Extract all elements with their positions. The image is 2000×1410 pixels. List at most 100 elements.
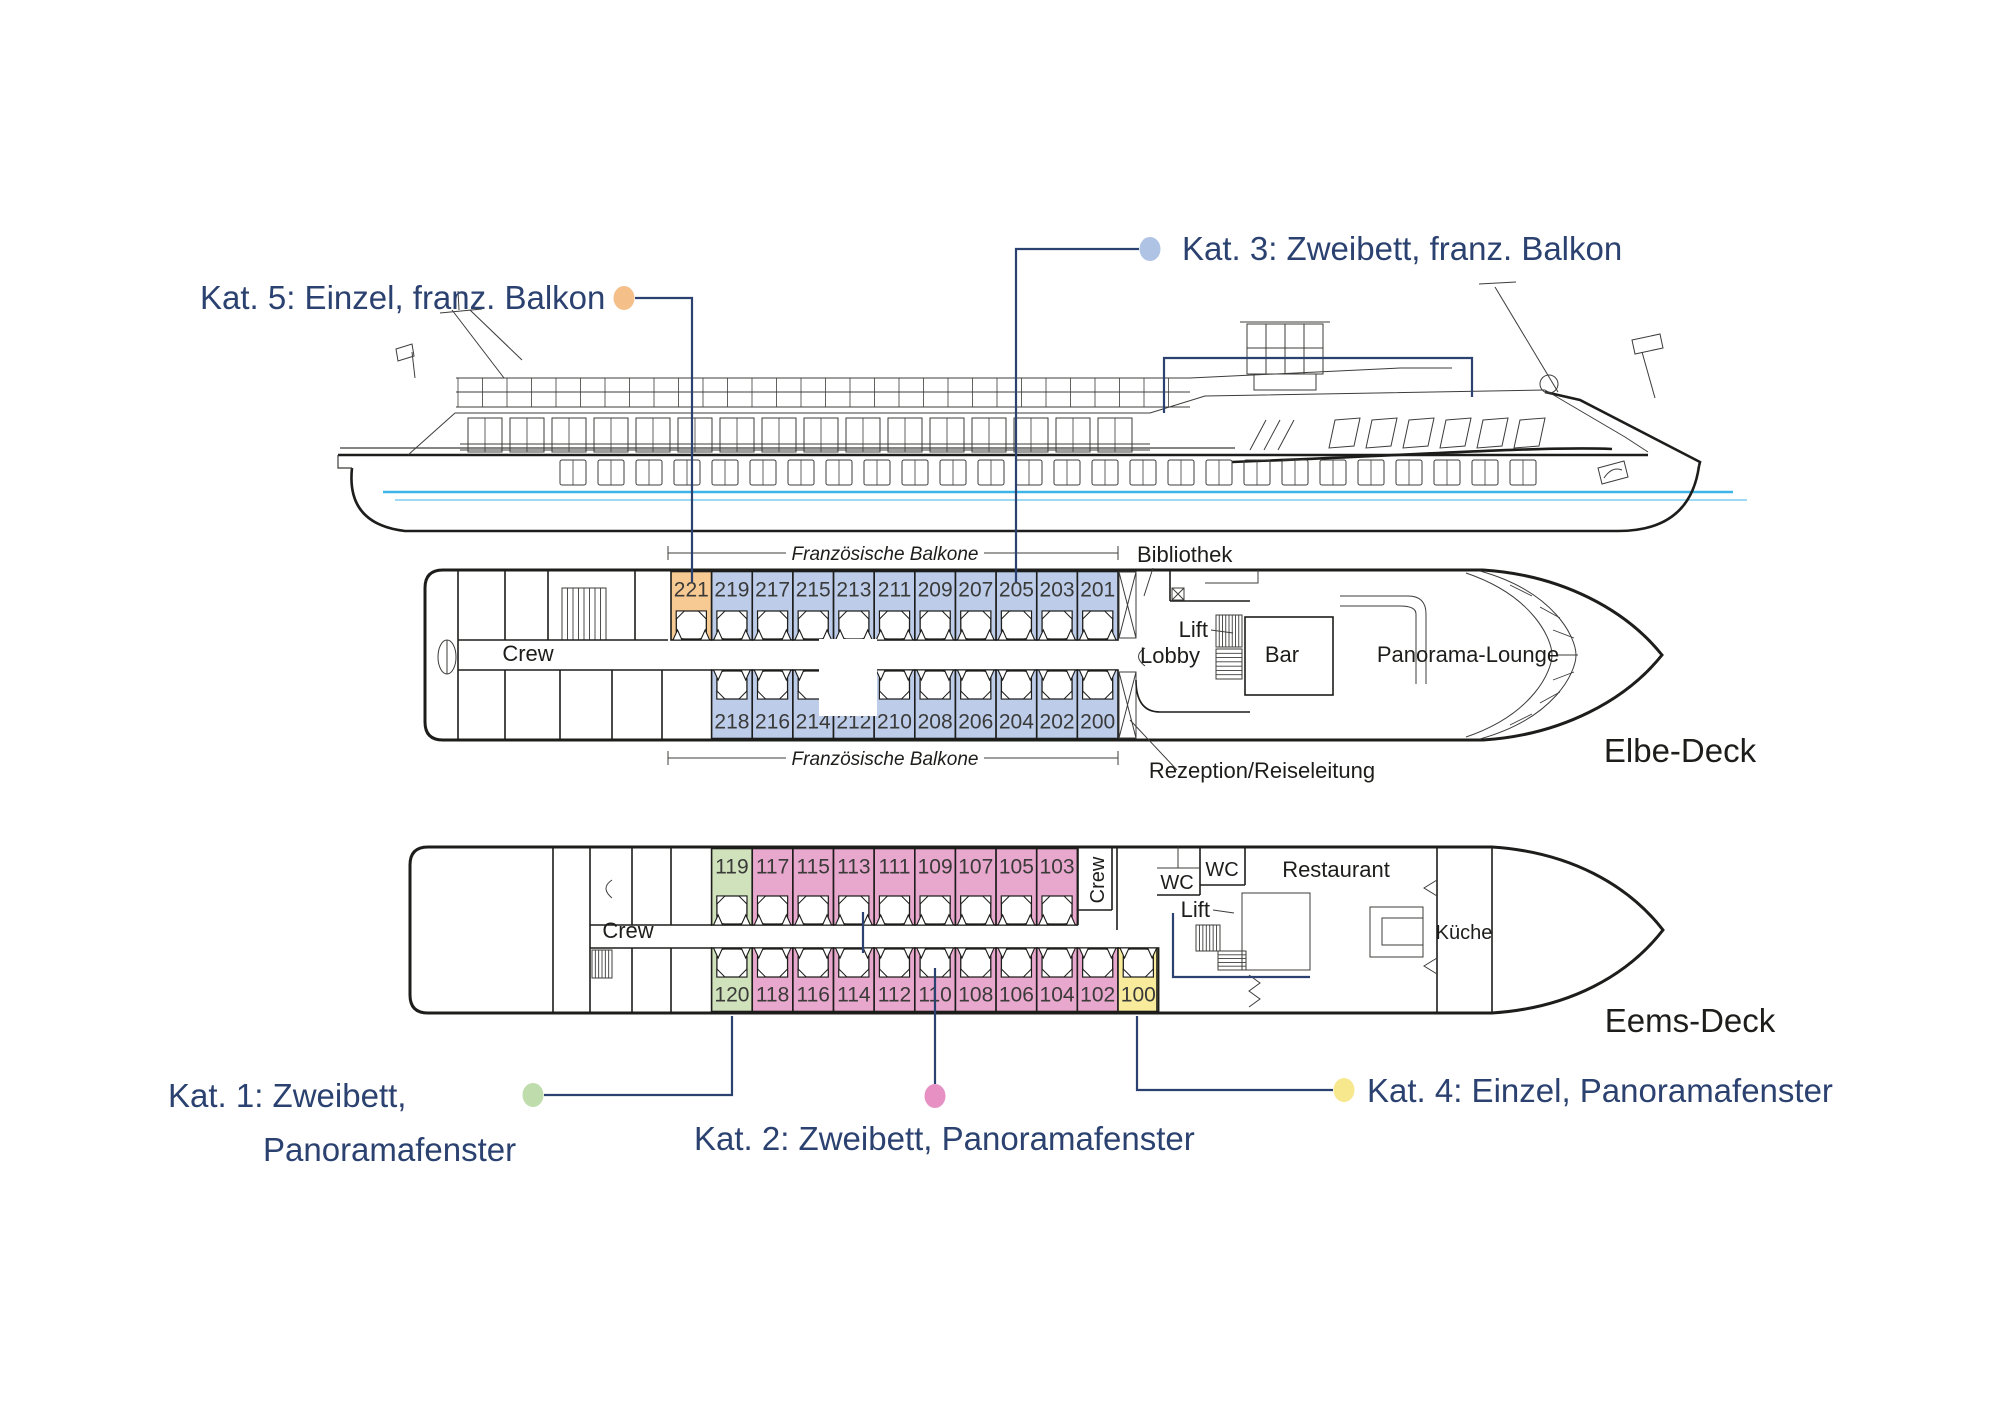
bed-corner	[838, 610, 849, 621]
cabin-number: 103	[1040, 856, 1075, 879]
door-notch	[781, 913, 792, 926]
cabin-number: 100	[1121, 984, 1156, 1007]
door-notch	[956, 947, 968, 960]
stern-edge	[337, 455, 352, 469]
door-notch	[1106, 669, 1117, 682]
bed-corner	[757, 895, 767, 906]
door-notch	[821, 947, 833, 960]
bed-corner	[981, 689, 992, 700]
wheelhouse	[1240, 321, 1330, 391]
kat1-label-line2: Panoramafenster	[263, 1131, 516, 1168]
hull-bottom	[350, 465, 1701, 533]
bed-corner	[797, 895, 808, 906]
eems-kueche-label: Küche	[1436, 922, 1493, 944]
door-notch	[997, 913, 1008, 926]
door-notch	[753, 913, 765, 926]
bed-corner	[778, 610, 789, 621]
cabin-number: 205	[999, 579, 1034, 602]
bed-corner	[1062, 689, 1073, 700]
bed-corner	[778, 895, 789, 906]
lounge-window-tick	[1552, 629, 1575, 639]
door-notch	[821, 913, 833, 926]
lounge-window-tick	[1539, 606, 1561, 619]
bow-flag	[1631, 333, 1664, 399]
door-notch	[712, 947, 724, 960]
eems-fore-crew-room	[1077, 847, 1113, 925]
eems-lift-leader	[1212, 909, 1235, 914]
bed-corner	[1022, 895, 1032, 906]
bed-corner	[1144, 967, 1154, 978]
bed-corner	[1022, 689, 1032, 700]
door-notch	[902, 628, 914, 641]
cabin-number: 118	[756, 984, 789, 1007]
door-notch	[1024, 628, 1036, 641]
elbe-reception-label: Rezeption/Reiseleitung	[1149, 758, 1375, 783]
bed-corner	[1082, 967, 1092, 978]
upper-deck-windows	[467, 417, 1133, 453]
door-notch	[740, 628, 752, 641]
bed-corner	[859, 967, 870, 978]
bed-corner	[757, 689, 767, 700]
door-notch	[875, 947, 887, 960]
kat4-leader-line	[1135, 1016, 1333, 1092]
bed-corner	[797, 689, 808, 700]
bed-corner	[1000, 689, 1011, 700]
door-notch	[1065, 669, 1077, 682]
bow-window	[1476, 417, 1509, 449]
door-notch	[794, 947, 805, 960]
door-notch	[875, 628, 887, 641]
door-notch	[902, 913, 914, 926]
vent-slashes	[1249, 419, 1295, 451]
cabin-number: 201	[1080, 579, 1115, 602]
cabin-number: 107	[958, 856, 993, 879]
elbe-lobby-area	[1135, 570, 1427, 713]
door-notch	[753, 669, 765, 682]
elbe-lift-label: Lift	[1179, 617, 1208, 642]
door-notch	[1065, 628, 1077, 641]
bed-corner	[900, 689, 910, 700]
cabin-number: 120	[714, 984, 749, 1007]
cabin-number: 218	[714, 711, 749, 734]
door-notch	[902, 669, 914, 682]
door-notch	[1078, 947, 1090, 960]
bow-window	[1439, 417, 1472, 449]
bow-window	[1513, 417, 1546, 449]
eems-wc2-label: WC	[1205, 859, 1238, 881]
hull-emblem	[1597, 460, 1629, 485]
door-notch	[1119, 947, 1130, 960]
elbe-lounge-label: Panorama-Lounge	[1377, 642, 1559, 667]
door-notch	[997, 628, 1008, 641]
elbe-lift-leader	[1210, 629, 1234, 634]
cabin-number: 213	[836, 579, 871, 602]
cabin-number: 204	[999, 711, 1034, 734]
cabin-number: 102	[1080, 984, 1115, 1007]
radar-mast	[1478, 281, 1559, 394]
eems-crew-label: Crew	[602, 918, 653, 943]
bow-window	[1328, 417, 1361, 449]
door-notch	[862, 947, 874, 960]
bed-corner	[940, 610, 951, 621]
door-notch	[984, 913, 995, 926]
bed-corner	[737, 895, 748, 906]
door-notch	[1106, 628, 1117, 641]
bed-corner	[778, 967, 789, 978]
kat5-dot	[613, 286, 635, 310]
eems-bracket-line	[1171, 913, 1310, 979]
bed-corner	[1041, 895, 1052, 906]
eems-lift-label: Lift	[1181, 897, 1210, 922]
cabin-number: 119	[715, 856, 748, 879]
door-notch	[915, 947, 927, 960]
bed-corner	[1022, 967, 1032, 978]
kat3-leader-line	[1014, 247, 1139, 582]
door-notch	[984, 947, 995, 960]
cabin-number: 115	[796, 856, 829, 879]
door-notch	[902, 947, 914, 960]
bed-corner	[981, 610, 992, 621]
bed-corner	[1062, 610, 1073, 621]
lounge-window-arc	[1465, 570, 1578, 740]
eems-stern-rooms	[552, 847, 712, 1013]
bed-corner	[1022, 610, 1032, 621]
elbe-bar-label: Bar	[1265, 642, 1299, 667]
cabin-number: 216	[755, 711, 790, 734]
